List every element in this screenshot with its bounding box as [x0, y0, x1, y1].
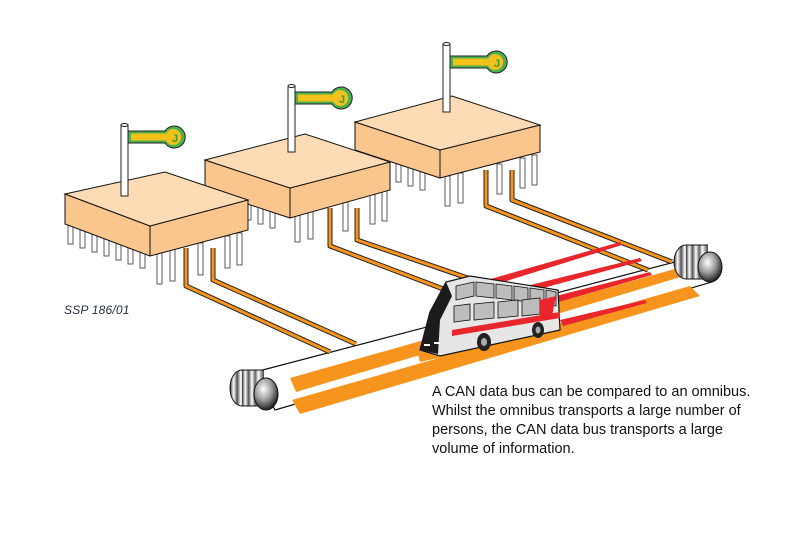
control-unit-3 — [353, 95, 542, 207]
flag-2: J — [287, 84, 353, 153]
figure-reference-label: SSP 186/01 — [64, 303, 130, 317]
omnibus — [418, 275, 562, 362]
flag-3-letter: J — [494, 58, 500, 70]
speed-streaks — [480, 242, 652, 326]
control-unit-1 — [63, 171, 250, 285]
flag-1: J — [120, 123, 186, 197]
flag-2-letter: J — [339, 94, 345, 106]
flag-3: J — [442, 42, 508, 113]
flag-1-letter: J — [172, 133, 178, 145]
roller-left — [229, 369, 279, 411]
description-line-2: Whilst the omnibus transports a large nu… — [432, 403, 741, 457]
roller-right — [673, 244, 723, 283]
figure-description: A CAN data bus can be compared to an omn… — [432, 383, 752, 459]
control-unit-2 — [203, 133, 392, 243]
can-low-line — [292, 286, 700, 414]
description-line-1: A CAN data bus can be compared to an omn… — [432, 384, 751, 400]
